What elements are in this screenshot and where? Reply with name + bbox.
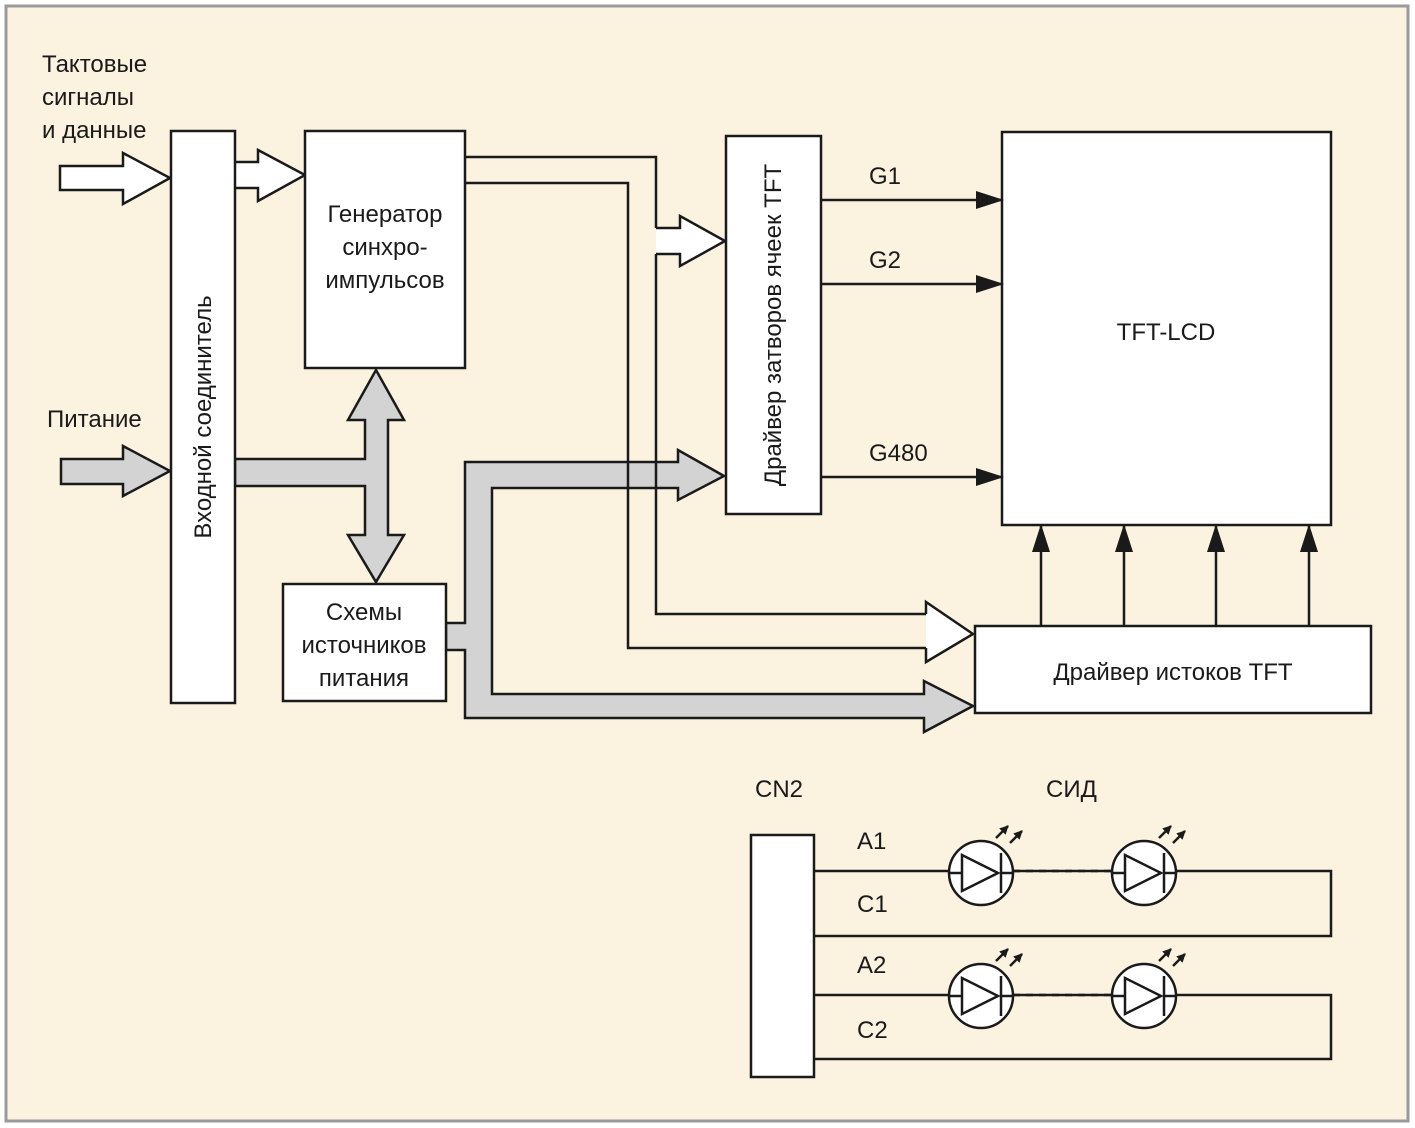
- power-bus-to-supply: [233, 367, 407, 585]
- clock-data-label-line3: и данные: [42, 117, 147, 144]
- sync-generator-label-line1: Генератор: [328, 201, 443, 228]
- source-driver-box: [973, 624, 1373, 715]
- led-symbol: [1110, 825, 1186, 907]
- led-symbol: [947, 825, 1023, 907]
- led-symbol: [1110, 948, 1186, 1030]
- led-label: СИД: [1046, 776, 1097, 803]
- gate-line-g2-label: G2: [869, 247, 901, 274]
- led-symbol: [947, 948, 1023, 1030]
- gate-line-g480-label: G480: [869, 440, 928, 467]
- source-driver-label: Драйвер истоков TFT: [1053, 659, 1293, 686]
- gate-line-g1-label: G1: [869, 163, 901, 190]
- clock-data-label-line2: сигналы: [42, 84, 134, 111]
- sync-to-source-driver-arrow: [924, 599, 976, 665]
- power-input-arrow: [59, 443, 173, 499]
- gate-driver-label: Драйвер затворов ячеек TFT: [760, 164, 787, 487]
- power-supply-label-line3: питания: [319, 665, 409, 692]
- sync-to-gate-driver-wire-top: [465, 155, 658, 228]
- pin-a1-label: A1: [857, 828, 886, 855]
- sync-to-gate-driver-wire-bottom: [654, 254, 926, 616]
- sync-generator-label-line2: синхро-: [342, 234, 427, 261]
- cn2-connector-box: [749, 833, 816, 1079]
- clock-data-label-line1: Тактовые: [42, 51, 147, 78]
- input-connector-label: Входной соединитель: [190, 295, 217, 538]
- sync-to-source-driver-wire-outer: [465, 181, 926, 650]
- power-bus-to-drivers: [444, 447, 976, 735]
- input-connector-box: [169, 129, 237, 705]
- power-input-label: Питание: [47, 406, 142, 433]
- sync-generator-label-line3: импульсов: [325, 267, 444, 294]
- cn2-label: CN2: [755, 776, 803, 803]
- power-supply-label-line2: источников: [302, 632, 427, 659]
- pin-a2-label: A2: [857, 952, 886, 979]
- sync-generator-box: [303, 129, 467, 370]
- tft-lcd-panel-label: TFT-LCD: [1117, 319, 1216, 346]
- pin-c2-label: C2: [857, 1017, 888, 1044]
- power-supply-box: [281, 582, 448, 703]
- clock-data-input-arrow: [58, 150, 173, 207]
- power-supply-label-line1: Схемы: [326, 599, 402, 626]
- pin-c1-label: C1: [857, 891, 888, 918]
- gate-driver-box: [724, 134, 823, 516]
- tft-lcd-panel-box: [1000, 130, 1333, 527]
